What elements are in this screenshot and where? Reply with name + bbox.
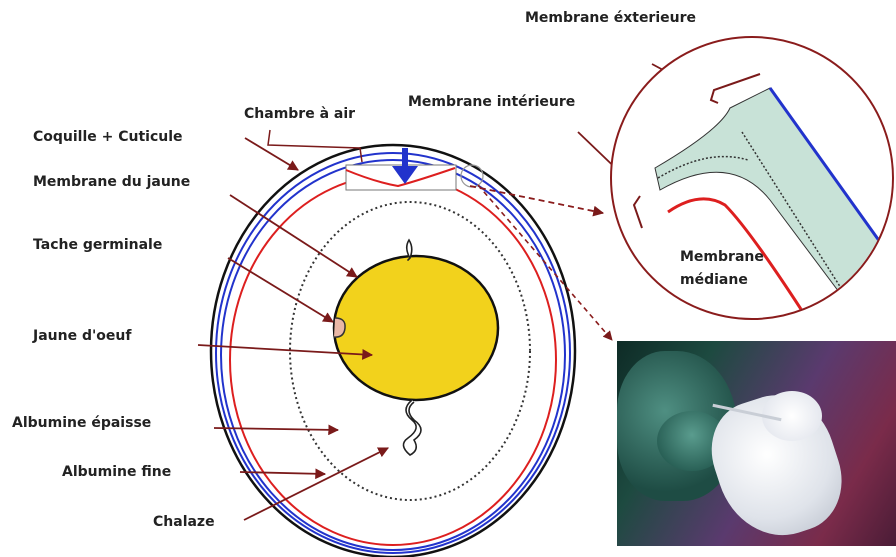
membrane-photo <box>617 341 896 546</box>
label-albumine-fine: Albumine fine <box>62 464 171 480</box>
arrow-albumine-epaisse <box>214 428 338 430</box>
arrow-tache-germinale <box>228 258 333 322</box>
label-tache-germinale: Tache germinale <box>33 237 162 253</box>
arrow-chalaze <box>244 448 388 520</box>
label-membrane-interieure: Membrane intérieure <box>408 94 575 110</box>
chalaze-bottom <box>403 400 421 455</box>
label-membrane-exterieure: Membrane éxterieure <box>525 10 696 26</box>
arrow-coquille <box>245 138 298 170</box>
yolk <box>334 256 498 400</box>
label-membrane-mediane-1: Membrane <box>680 249 764 265</box>
detail-circle-small <box>461 165 483 187</box>
arrow-chambre-air <box>268 130 362 162</box>
label-albumine-epaisse: Albumine épaisse <box>12 415 151 431</box>
label-jaune-oeuf: Jaune d'oeuf <box>33 328 131 344</box>
label-membrane-jaune: Membrane du jaune <box>33 174 190 190</box>
label-membrane-mediane-2: médiane <box>680 272 748 288</box>
label-chambre-air: Chambre à air <box>244 106 355 122</box>
label-chalaze: Chalaze <box>153 514 215 530</box>
label-coquille: Coquille + Cuticule <box>33 129 183 145</box>
germinal-spot <box>334 318 345 337</box>
